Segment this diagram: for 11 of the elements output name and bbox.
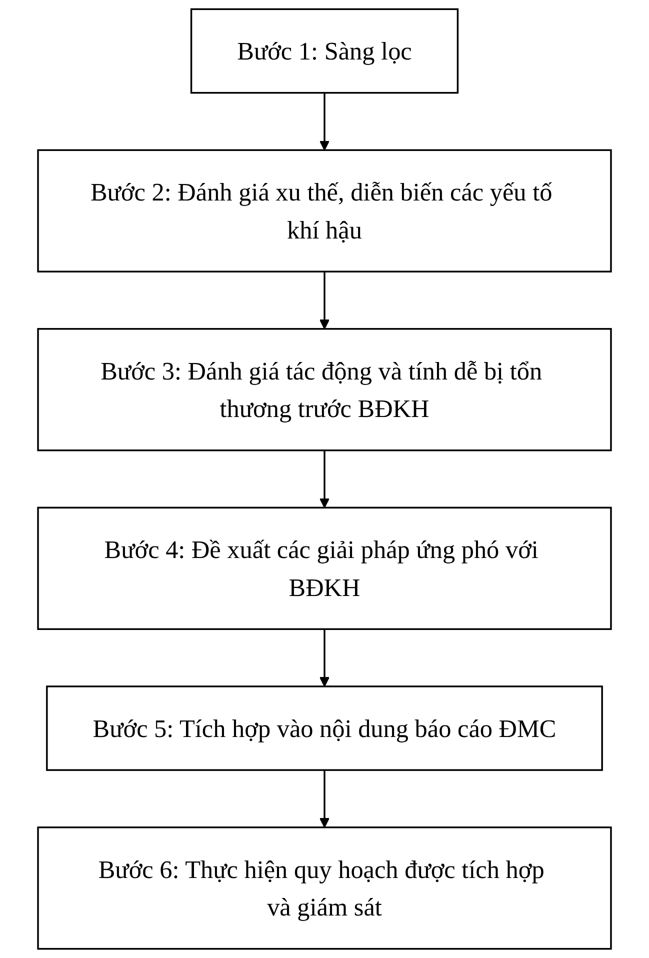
- node-box: Bước 3: Đánh giá tác động và tính dễ bị tổn thương trước BĐKH: [37, 328, 612, 452]
- arrow: [319, 770, 330, 828]
- arrow: [319, 92, 330, 151]
- arrow: [319, 629, 330, 687]
- node-box: Bước 1: Sàng lọc: [190, 8, 459, 94]
- node-box: Bước 6: Thực hiện quy hoạch được tích hợp và giám sát: [37, 826, 612, 950]
- node-box: Bước 2: Đánh giá xu thế, diễn biến các yếu tố khí hậu: [37, 149, 612, 272]
- arrow: [319, 272, 330, 330]
- node-box: Bước 5: Tích hợp vào nội dung báo cáo ĐMC: [46, 686, 603, 771]
- node-box: Bước 4: Đề xuất các giải pháp ứng phó với BĐKH: [37, 506, 612, 630]
- arrow: [319, 450, 330, 508]
